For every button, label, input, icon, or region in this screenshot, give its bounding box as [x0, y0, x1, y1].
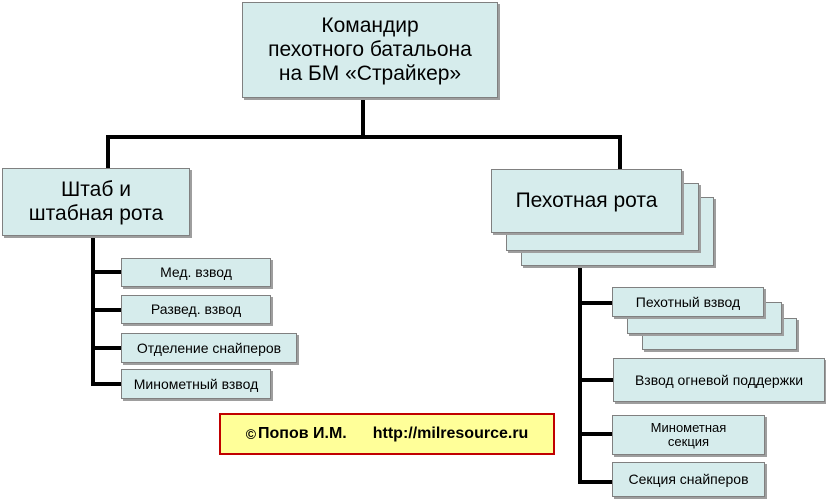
- inf-unit-mortar: Минометная секция: [612, 415, 765, 455]
- hq-unit-med: Мед. взвод: [121, 258, 271, 287]
- copyright-url: http://milresource.ru: [372, 425, 529, 442]
- connector-to-hq: [106, 135, 110, 169]
- inf-mortar-line-2: секция: [667, 434, 710, 449]
- infantry-company-label: Пехотная рота: [515, 188, 658, 212]
- connector-hq-snipers: [91, 346, 122, 350]
- hq-unit-snipers: Отделение снайперов: [121, 333, 297, 363]
- hq-unit-mortar: Минометный взвод: [121, 369, 271, 399]
- connector-root-down: [361, 98, 365, 138]
- connector-inf-platoon: [578, 301, 613, 305]
- commander-line-3: на БМ «Страйкер»: [278, 62, 462, 86]
- copyright-note: © Попов И.М. http://milresource.ru: [219, 413, 555, 455]
- connector-hq-med: [91, 270, 122, 274]
- infantry-company-box: Пехотная рота: [491, 169, 682, 233]
- connector-horizontal: [106, 135, 622, 139]
- inf-unit-platoon: Пехотный взвод: [612, 287, 764, 317]
- hq-line-2: штабная рота: [28, 202, 164, 225]
- connector-inf-snipers: [578, 480, 613, 484]
- connector-hq-recon: [91, 308, 122, 312]
- inf-unit-snipers: Секция снайперов: [612, 462, 765, 497]
- connector-hq-mortar: [91, 382, 122, 386]
- copyright-symbol: ©: [245, 426, 257, 442]
- hq-unit-recon: Развед. взвод: [121, 295, 271, 324]
- copyright-author: Попов И.М.: [258, 425, 347, 442]
- connector-inf-mortar: [578, 432, 613, 436]
- inf-mortar-line-1: Минометная: [650, 419, 727, 435]
- connector-inf-trunk: [578, 265, 582, 484]
- connector-inf-firesupport: [578, 378, 613, 382]
- hq-line-1: Штаб и: [61, 177, 131, 201]
- hq-company-box: Штаб и штабная рота: [2, 168, 190, 236]
- connector-to-infantry: [618, 135, 622, 170]
- commander-line-1: Командир: [321, 13, 419, 37]
- battalion-commander-box: Командир пехотного батальона на БМ «Стра…: [242, 2, 498, 98]
- commander-line-2: пехотного батальона: [268, 37, 472, 61]
- inf-unit-fire-support: Взвод огневой поддержки: [613, 358, 825, 402]
